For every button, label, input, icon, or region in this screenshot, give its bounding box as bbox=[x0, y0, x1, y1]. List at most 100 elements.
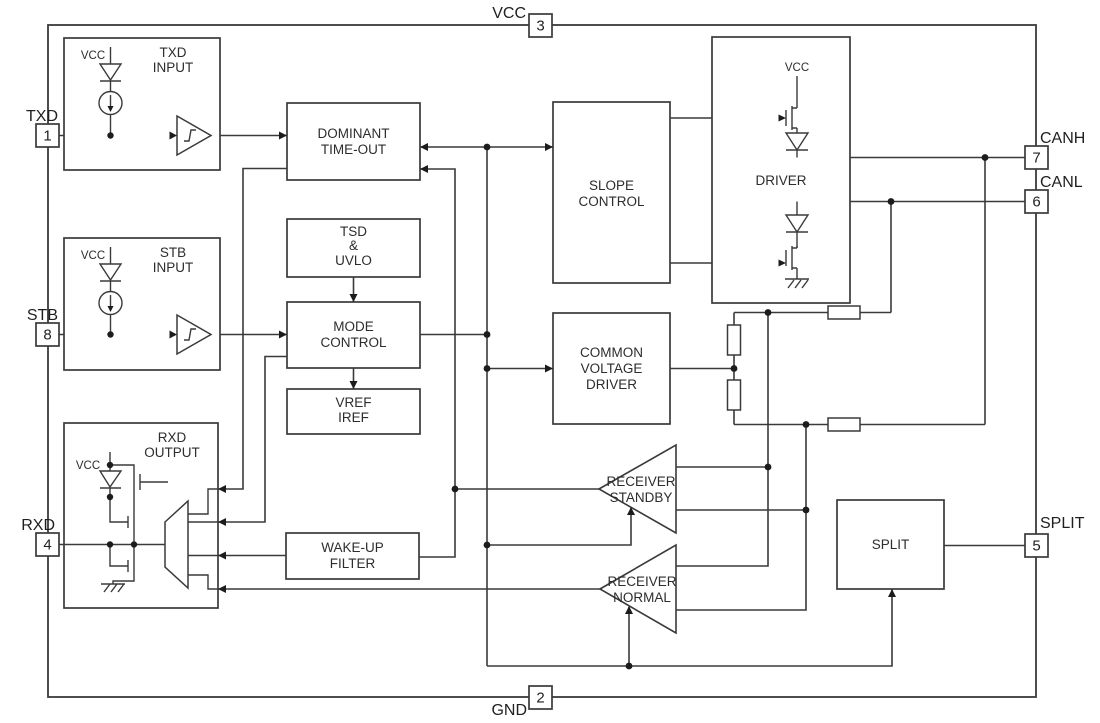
nmos-icon bbox=[109, 497, 135, 545]
receiver-standby-block: RECEIVER STANDBY bbox=[597, 443, 677, 535]
rxd-output-block: RXD OUTPUT VCC bbox=[59, 422, 219, 609]
pin-canl-label: CANL bbox=[1040, 174, 1083, 191]
split-block-label: SPLIT bbox=[872, 537, 910, 552]
pin-6-canl: 6 CANL bbox=[1024, 174, 1083, 214]
split-block: SPLIT bbox=[836, 499, 945, 590]
pin-7-canh: 7 CANH bbox=[1024, 130, 1085, 170]
receiver-standby-label-1: RECEIVER bbox=[606, 474, 675, 489]
tsd-uvlo-block: TSD & UVLO bbox=[286, 218, 421, 278]
pin-2-number: 2 bbox=[536, 690, 544, 707]
common-voltage-driver-block: COMMON VOLTAGE DRIVER bbox=[552, 312, 671, 425]
stb-input-label-2: INPUT bbox=[153, 260, 194, 275]
junction-dot bbox=[107, 132, 114, 139]
resistor-icon bbox=[827, 417, 861, 432]
pin-6-number: 6 bbox=[1032, 194, 1040, 211]
diode-icon bbox=[98, 63, 123, 91]
current-source-icon bbox=[98, 290, 123, 335]
pin-5-number: 5 bbox=[1032, 538, 1040, 555]
current-source-icon bbox=[98, 90, 123, 136]
cvd-label-2: VOLTAGE bbox=[581, 361, 643, 376]
mode-control-label-2: CONTROL bbox=[320, 335, 386, 350]
resistor-icon bbox=[726, 324, 742, 356]
diode-icon bbox=[98, 263, 123, 291]
wakeup-filter-label-2: FILTER bbox=[330, 556, 376, 571]
stb-input-label-1: STB bbox=[160, 245, 186, 260]
driver-block: DRIVER VCC bbox=[711, 36, 851, 304]
pin-split-label: SPLIT bbox=[1040, 515, 1085, 532]
nmos-icon bbox=[785, 246, 798, 279]
junction-dot bbox=[106, 461, 114, 469]
vcc-label: VCC bbox=[81, 250, 105, 262]
cvd-label-3: DRIVER bbox=[586, 377, 637, 392]
junction-dot bbox=[130, 541, 138, 548]
txd-input-block: TXD INPUT VCC bbox=[63, 37, 221, 171]
junction-dot bbox=[106, 493, 114, 501]
junction-dot bbox=[107, 331, 114, 338]
ground-icon bbox=[101, 583, 125, 593]
pin-4-rxd: 4 RXD bbox=[21, 517, 60, 557]
wakeup-filter-block: WAKE-UP FILTER bbox=[285, 532, 420, 580]
blocks: TXD INPUT VCC STB INPUT bbox=[59, 36, 945, 635]
receiver-normal-block: RECEIVER NORMAL bbox=[598, 543, 677, 635]
rxd-output-label-1: RXD bbox=[158, 430, 187, 445]
receiver-normal-label-2: NORMAL bbox=[613, 590, 671, 605]
dominant-timeout-label-1: DOMINANT bbox=[318, 126, 390, 141]
ground-icon bbox=[785, 278, 809, 289]
slope-control-label-2: CONTROL bbox=[578, 194, 644, 209]
mode-control-label-1: MODE bbox=[333, 319, 374, 334]
resistor-icon bbox=[827, 305, 861, 320]
mode-control-block: MODE CONTROL bbox=[286, 301, 421, 369]
pin-2-gnd: 2 GND bbox=[491, 685, 553, 719]
diode-icon bbox=[784, 132, 810, 158]
rxd-output-label-2: OUTPUT bbox=[144, 445, 200, 460]
cvd-label-1: COMMON bbox=[580, 345, 643, 360]
pin-vcc-label: VCC bbox=[492, 5, 526, 22]
pin-7-number: 7 bbox=[1032, 150, 1040, 167]
pin-5-split: 5 SPLIT bbox=[1024, 515, 1085, 558]
txd-input-label-2: INPUT bbox=[153, 60, 194, 75]
tsd-uvlo-label-3: UVLO bbox=[335, 253, 372, 268]
nmos-icon bbox=[109, 544, 135, 584]
pmos-icon bbox=[133, 470, 168, 513]
receiver-standby-label-2: STANDBY bbox=[610, 490, 673, 505]
vref-iref-label-2: IREF bbox=[338, 410, 369, 425]
junction-dot bbox=[106, 541, 114, 548]
pin-3-vcc: 3 VCC bbox=[492, 5, 553, 38]
pin-txd-label: TXD bbox=[26, 108, 58, 125]
pin-1-txd: 1 TXD bbox=[26, 108, 60, 148]
tsd-uvlo-label-2: & bbox=[349, 238, 358, 253]
wakeup-filter-label-1: WAKE-UP bbox=[321, 540, 384, 555]
vcc-label: VCC bbox=[81, 50, 105, 62]
slope-control-block: SLOPE CONTROL bbox=[552, 101, 671, 284]
resistors bbox=[726, 305, 861, 432]
receiver-normal-label-1: RECEIVER bbox=[607, 574, 676, 589]
vref-iref-label-1: VREF bbox=[335, 395, 371, 410]
mux-icon bbox=[164, 499, 189, 590]
pin-stb-label: STB bbox=[27, 307, 58, 324]
pin-8-number: 8 bbox=[43, 327, 51, 344]
tsd-uvlo-label-1: TSD bbox=[340, 224, 367, 239]
junction-dots bbox=[451, 143, 989, 670]
pin-8-stb: 8 STB bbox=[27, 307, 60, 347]
diode-icon bbox=[784, 201, 810, 248]
arrowheads bbox=[169, 114, 896, 614]
pin-1-number: 1 bbox=[43, 128, 51, 145]
pin-rxd-label: RXD bbox=[21, 517, 55, 534]
diode-icon bbox=[98, 465, 123, 497]
txd-input-label-1: TXD bbox=[160, 45, 187, 60]
dominant-timeout-block: DOMINANT TIME-OUT bbox=[286, 102, 421, 181]
pin-gnd-label: GND bbox=[491, 702, 527, 719]
pin-4-number: 4 bbox=[43, 537, 51, 554]
pin-canh-label: CANH bbox=[1040, 130, 1085, 147]
dominant-timeout-label-2: TIME-OUT bbox=[321, 142, 386, 157]
wires bbox=[59, 117, 1025, 667]
pin-3-number: 3 bbox=[536, 18, 544, 35]
vcc-label: VCC bbox=[76, 460, 100, 472]
pins: 1 TXD 8 STB 4 RXD 3 VCC 2 GND 7 CANH bbox=[21, 5, 1085, 719]
vref-iref-block: VREF IREF bbox=[286, 388, 421, 435]
stb-input-block: STB INPUT VCC bbox=[63, 237, 221, 371]
driver-label: DRIVER bbox=[755, 173, 806, 188]
slope-control-label-1: SLOPE bbox=[589, 178, 634, 193]
